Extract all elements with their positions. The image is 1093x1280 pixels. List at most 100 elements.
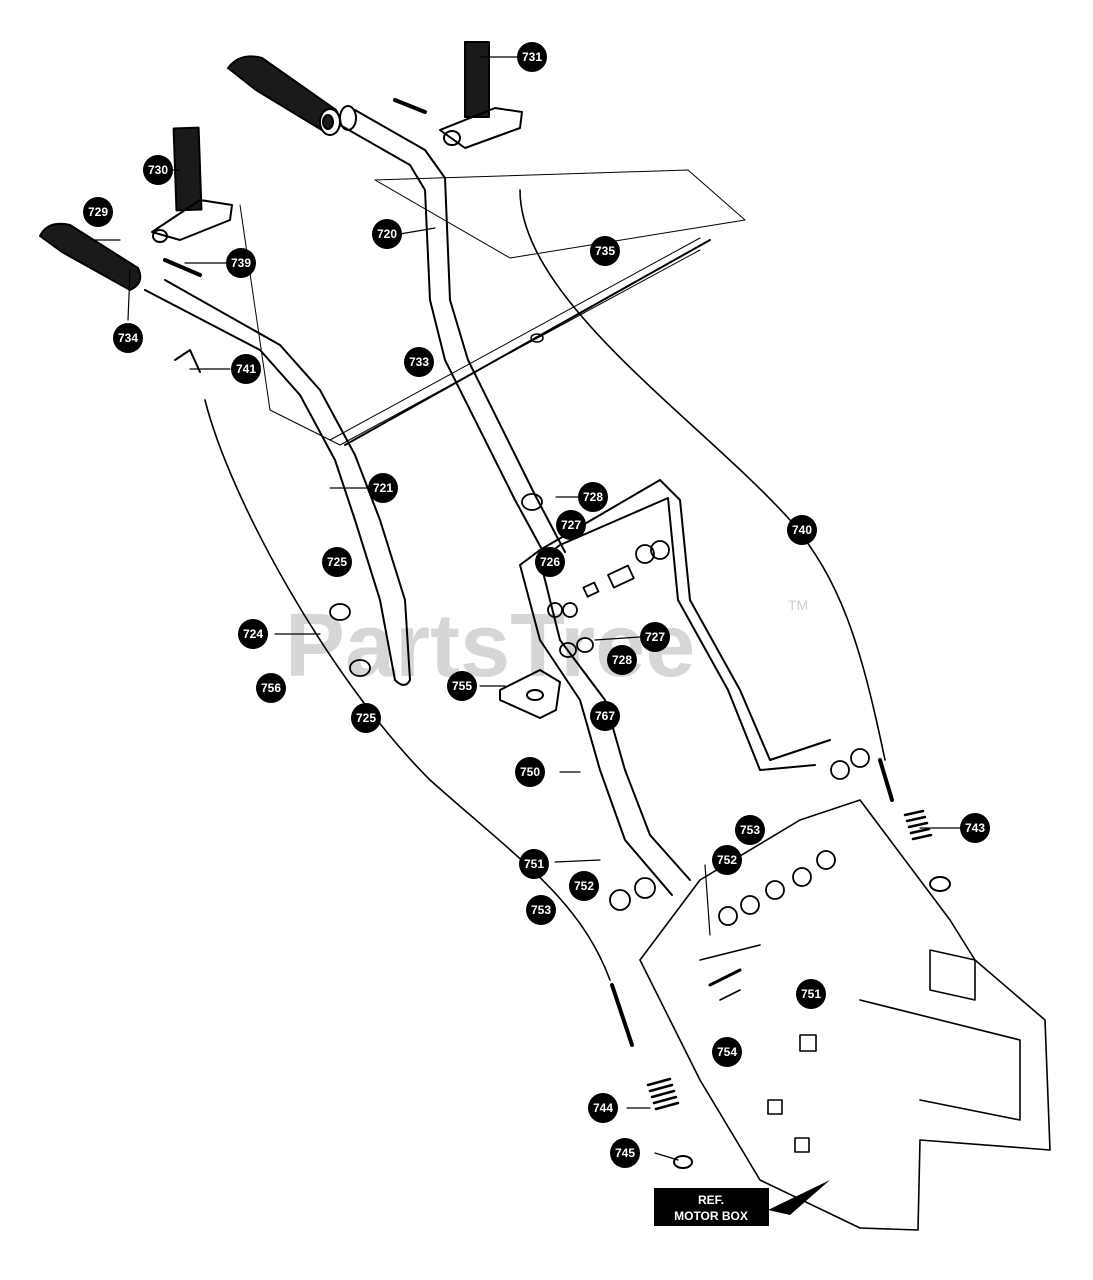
callout-label: 720	[377, 227, 397, 241]
callout-badge	[231, 354, 261, 384]
callout-727: 727	[640, 622, 670, 652]
callout-735: 735	[590, 236, 620, 266]
callout-727: 727	[556, 510, 586, 540]
callout-label: 753	[740, 823, 760, 837]
callout-badge	[960, 813, 990, 843]
callout-label: 725	[356, 711, 376, 725]
callout-label: 731	[522, 50, 542, 64]
callout-label: 743	[965, 821, 985, 835]
callout-750: 750	[515, 757, 545, 787]
callout-label: 754	[717, 1045, 737, 1059]
callout-label: 740	[792, 523, 812, 537]
callout-badge	[322, 547, 352, 577]
callout-label: 741	[236, 362, 256, 376]
callout-label: 728	[583, 490, 603, 504]
control-cables	[204, 189, 886, 981]
callout-744: 744	[588, 1093, 618, 1123]
motor-box	[639, 799, 1051, 1231]
callout-badge	[368, 473, 398, 503]
ref-motor-box-label: REF. MOTOR BOX	[654, 1180, 830, 1226]
callout-743: 743	[960, 813, 990, 843]
callout-728: 728	[607, 645, 637, 675]
callout-label: 755	[452, 679, 472, 693]
callout-753: 753	[735, 815, 765, 845]
callout-753: 753	[526, 895, 556, 925]
callout-badge	[590, 701, 620, 731]
callout-label: 733	[409, 355, 429, 369]
callout-label: 735	[595, 244, 615, 258]
ref-label-line2: MOTOR BOX	[674, 1209, 748, 1223]
watermark-text: PartsTree	[285, 596, 695, 696]
ref-label-line1: REF.	[698, 1193, 724, 1207]
callout-label: 752	[574, 879, 594, 893]
callout-badge	[610, 1138, 640, 1168]
callout-badge	[640, 622, 670, 652]
callout-badge	[712, 845, 742, 875]
lower-left-handle	[144, 279, 411, 686]
callout-label: 739	[231, 256, 251, 270]
callout-badge	[113, 323, 143, 353]
callout-721: 721	[368, 473, 398, 503]
callout-730: 730	[143, 155, 173, 185]
callout-badge	[556, 510, 586, 540]
callout-badge	[607, 645, 637, 675]
callout-752: 752	[712, 845, 742, 875]
callout-badge	[712, 1037, 742, 1067]
callout-733: 733	[404, 347, 434, 377]
callout-badge	[372, 219, 402, 249]
callout-label: 724	[243, 627, 263, 641]
callout-728: 728	[578, 482, 608, 512]
callout-label: 753	[531, 903, 551, 917]
callout-badge	[517, 42, 547, 72]
callout-751: 751	[519, 849, 549, 879]
hardware	[329, 493, 870, 926]
callout-756: 756	[256, 673, 286, 703]
callout-740: 740	[787, 515, 817, 545]
leader-lines	[94, 56, 961, 1161]
callout-725: 725	[322, 547, 352, 577]
callout-badge	[447, 671, 477, 701]
callout-label: 721	[373, 481, 393, 495]
callout-767: 767	[590, 701, 620, 731]
callout-badge	[519, 849, 549, 879]
callout-badge	[569, 871, 599, 901]
callout-731: 731	[517, 42, 547, 72]
callout-label: 751	[801, 987, 821, 1001]
callout-label: 767	[595, 709, 615, 723]
callout-badge	[588, 1093, 618, 1123]
callout-label: 728	[612, 653, 632, 667]
callout-label: 752	[717, 853, 737, 867]
callout-739: 739	[226, 248, 256, 278]
callout-729: 729	[83, 197, 113, 227]
handle-bracket	[519, 479, 831, 896]
callout-badge	[226, 248, 256, 278]
callout-720: 720	[372, 219, 402, 249]
callout-label: 727	[561, 518, 581, 532]
spring-744	[610, 983, 693, 1169]
callout-label: 727	[645, 630, 665, 644]
callout-label: 726	[540, 555, 560, 569]
upper-grip	[227, 55, 341, 136]
callout-badge	[787, 515, 817, 545]
callout-751: 751	[796, 979, 826, 1009]
callout-badge	[238, 619, 268, 649]
callout-label: 750	[520, 765, 540, 779]
callout-badge	[83, 197, 113, 227]
left-grip	[39, 222, 142, 291]
callout-726: 726	[535, 547, 565, 577]
levers	[151, 41, 523, 277]
control-rod	[239, 169, 746, 446]
callout-badge	[351, 703, 381, 733]
callout-label: 751	[524, 857, 544, 871]
callout-label: 745	[615, 1146, 635, 1160]
callout-725: 725	[351, 703, 381, 733]
callout-754: 754	[712, 1037, 742, 1067]
callout-badge	[796, 979, 826, 1009]
callout-badge	[143, 155, 173, 185]
callout-752: 752	[569, 871, 599, 901]
callout-badge	[535, 547, 565, 577]
callout-label: 725	[327, 555, 347, 569]
callout-label: 744	[593, 1101, 613, 1115]
callout-741: 741	[231, 354, 261, 384]
